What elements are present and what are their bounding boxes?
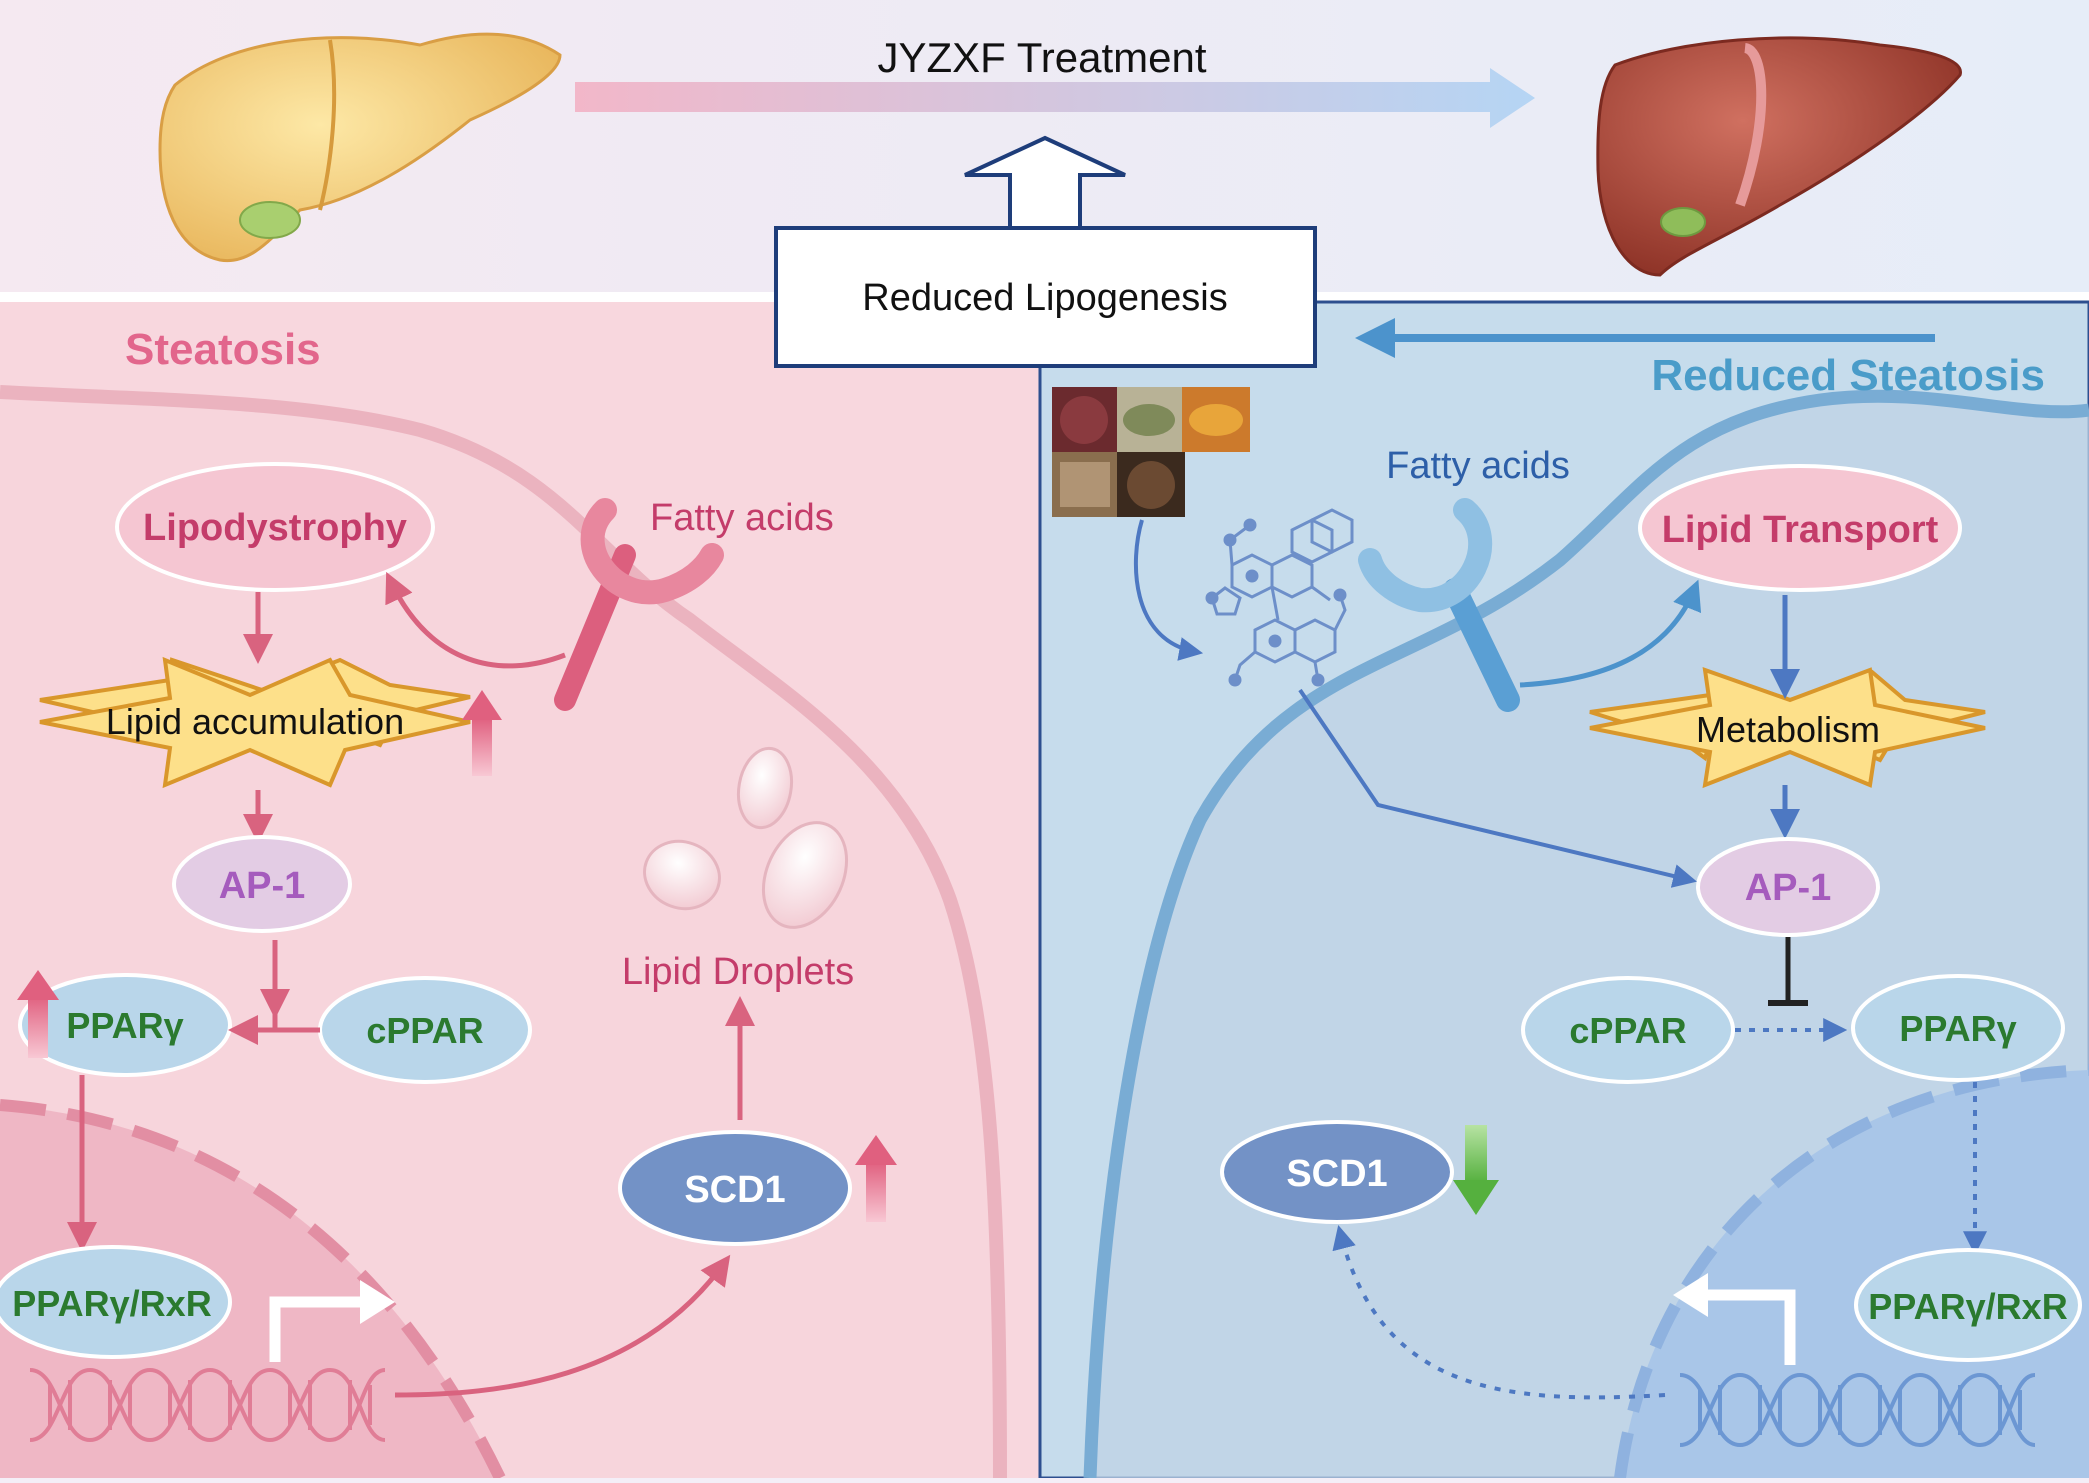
compound-molecule-icon [1205, 508, 1354, 687]
right-arrow-compounds-to-ap1 [1298, 688, 1698, 888]
left-lipodystrophy-node [115, 462, 435, 592]
right-lipid-transport-label: Lipid Transport [1662, 509, 1939, 551]
right-cppar-label: cPPAR [1569, 1010, 1686, 1051]
right-ppar-gamma-node [1851, 974, 2065, 1082]
treatment-arrow [575, 68, 1535, 128]
right-metabolism-label: Metabolism [1696, 709, 1880, 750]
right-ppar-gamma-label: PPARγ [1899, 1008, 2016, 1049]
herb-photos-icon [1052, 387, 1250, 517]
left-cell-membrane [0, 385, 1007, 1479]
left-transcription-arrow-icon [269, 1296, 365, 1362]
right-arrow-herbs-to-compounds [1133, 519, 1204, 661]
left-ppar-rxr-node [0, 1245, 232, 1359]
right-receptor-icon [1358, 498, 1520, 712]
right-dna-icon [1679, 1372, 2036, 1448]
steatosis-title: Steatosis [125, 325, 321, 374]
right-nucleus-envelope [1614, 1064, 2089, 1479]
left-ap1-label: AP-1 [219, 865, 306, 907]
reduced-steatosis-title: Reduced Steatosis [1651, 351, 2045, 400]
left-ppar-up-arrow-icon [17, 970, 59, 1058]
left-ap1-node [172, 835, 352, 933]
left-fatty-acids-label: Fatty acids [650, 497, 834, 539]
reduced-lipogenesis-label: Reduced Lipogenesis [862, 277, 1228, 319]
left-cppar-label: cPPAR [366, 1010, 483, 1051]
healthy-liver-icon [1596, 36, 1962, 277]
right-ap1-label: AP-1 [1745, 867, 1832, 909]
left-ppar-rxr-label: PPARγ/RxR [12, 1283, 211, 1324]
fatty-liver-icon [158, 32, 562, 263]
right-scd1-node [1220, 1120, 1454, 1224]
right-ppar-rxr-label: PPARγ/RxR [1868, 1286, 2067, 1327]
right-lipid-transport-node [1638, 464, 1962, 592]
reduced-lipogenesis-box [774, 226, 1317, 368]
left-lipid-accumulation-label: Lipid accumulation [106, 701, 404, 742]
right-cppar-node [1521, 976, 1735, 1084]
left-scd1-node [618, 1130, 852, 1246]
left-lipid-droplets-label: Lipid Droplets [622, 951, 854, 993]
treatment-label: JYZXF Treatment [877, 34, 1206, 81]
left-accumulation-up-arrow-icon [462, 690, 502, 776]
right-scd1-label: SCD1 [1286, 1153, 1387, 1195]
right-ppar-rxr-node [1854, 1248, 2082, 1362]
left-ppar-gamma-label: PPARγ [66, 1005, 183, 1046]
right-scd1-down-arrow-icon [1453, 1125, 1499, 1215]
left-arrow-receptor-to-lipodystrophy [385, 571, 566, 669]
left-scd1-up-arrow-icon [855, 1135, 897, 1222]
left-arrow-dna-to-scd1 [394, 1254, 731, 1398]
right-fatty-acids-label: Fatty acids [1386, 445, 1570, 487]
right-transcription-arrow-icon [1705, 1289, 1796, 1365]
left-dna-icon [29, 1367, 386, 1443]
right-arrow-receptor-to-transport [1519, 579, 1702, 688]
left-lipodystrophy-label: Lipodystrophy [143, 507, 407, 549]
lipid-droplets-icon [643, 746, 849, 929]
left-scd1-label: SCD1 [684, 1169, 785, 1211]
right-ap1-node [1696, 837, 1880, 937]
left-receptor-icon [554, 498, 724, 711]
right-arrow-dna-to-scd1 [1332, 1225, 1666, 1400]
